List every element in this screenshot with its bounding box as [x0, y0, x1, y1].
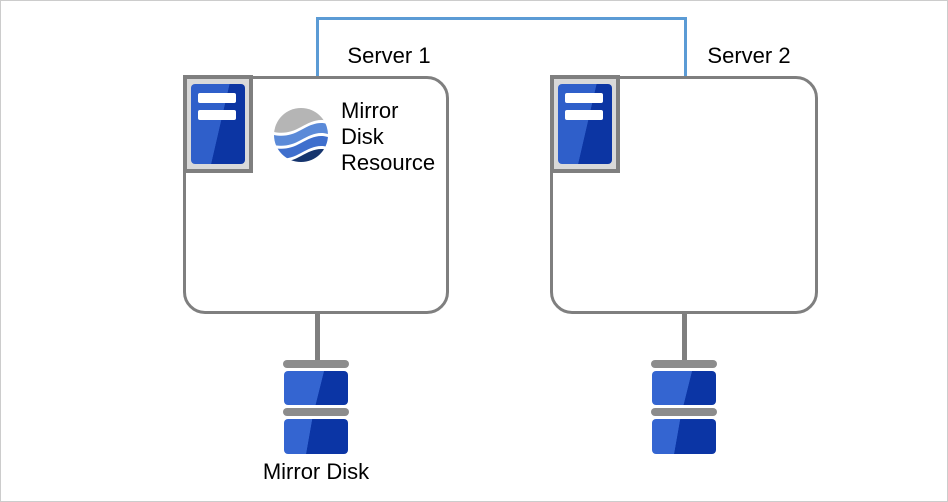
disk-platter [284, 371, 348, 405]
tower-slot-bar [198, 110, 236, 120]
disk-stack-icon [283, 360, 349, 454]
mirror-disk-resource-icon [274, 108, 328, 162]
tower-slot-bar [198, 93, 236, 103]
disk-bar [283, 360, 349, 368]
disk-platter [652, 371, 716, 405]
server1-label: Server 1 [347, 43, 431, 68]
server-tower-icon [558, 84, 612, 164]
server2-label: Server 2 [707, 43, 791, 68]
disk-platter [652, 419, 716, 454]
tower-slot-bar [565, 93, 603, 103]
disk-bar [283, 408, 349, 416]
disk-stack-icon [651, 360, 717, 454]
mirror-disk-resource-label: Mirror Disk Resource [341, 98, 436, 175]
server2-disk-link-line [682, 312, 687, 363]
disk-bar [651, 360, 717, 368]
disk-bar [651, 408, 717, 416]
tower-slot-bar [565, 110, 603, 120]
server-tower-icon [191, 84, 245, 164]
disk-platter [284, 419, 348, 454]
mirror-disk-label: Mirror Disk [262, 459, 370, 484]
server2-tower-icon [550, 75, 620, 173]
server1-tower-icon [183, 75, 253, 173]
server1-disk-link-line [315, 312, 320, 363]
interconnect-line [316, 17, 687, 76]
